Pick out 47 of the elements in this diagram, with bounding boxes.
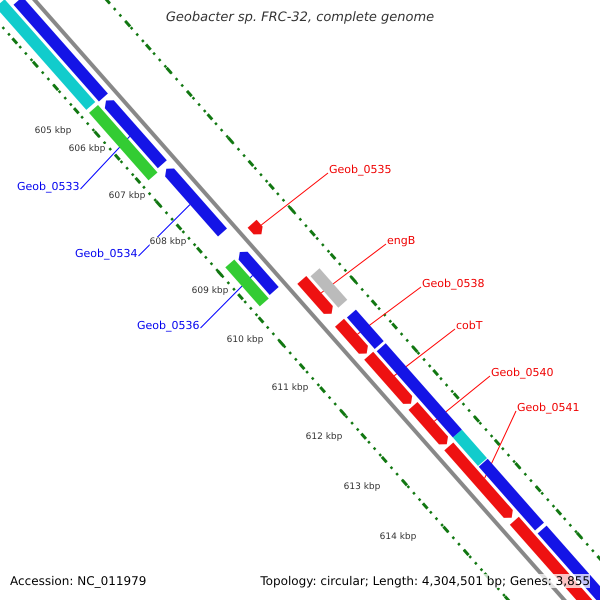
leader-line [80, 136, 130, 190]
gene-label: Geob_0534 [75, 247, 138, 260]
scale-label: 611 kbp [272, 383, 308, 393]
leader-line [200, 275, 253, 328]
gene-block [364, 352, 412, 404]
scale-label: 609 kbp [192, 286, 228, 296]
gene-block [89, 105, 158, 180]
gene-block [408, 402, 448, 444]
title: Geobacter sp. FRC-32, complete genome [166, 10, 434, 25]
gene-label: Geob_0540 [491, 366, 554, 379]
gene-block [310, 268, 348, 308]
scale-label: 607 kbp [108, 191, 146, 201]
scale-label: 605 kbp [34, 126, 72, 136]
gene-block [346, 310, 384, 349]
scale-label: 610 kbp [226, 335, 264, 345]
gene-block [14, 0, 108, 102]
accession-text: Accession: NC_011979 [10, 574, 146, 588]
gene-label: cobT [456, 319, 482, 332]
gene-label: Geob_0533 [17, 180, 80, 193]
gene-block [335, 318, 368, 354]
leader-line [394, 328, 456, 376]
gene-block [104, 100, 167, 168]
gene-block [0, 0, 96, 110]
scale-label: 612 kbp [306, 432, 342, 442]
scale-label: 614 kbp [380, 532, 416, 542]
gene-block [444, 442, 513, 518]
gene-block [376, 343, 462, 438]
gene-block [452, 430, 487, 466]
gene-label: Geob_0536 [137, 319, 200, 332]
gene-label: Geob_0541 [517, 401, 580, 414]
leader-line [320, 244, 386, 294]
leader-line [138, 204, 190, 256]
genome-info-text: Topology: circular; Length: 4,304,501 bp; Genes: 3,855 [260, 574, 590, 588]
scale-label: 608 kbp [150, 237, 186, 247]
scale-label: 606 kbp [68, 144, 106, 154]
leader-line [434, 376, 490, 422]
gene-block [238, 252, 279, 295]
gene-label: engB [387, 234, 416, 247]
leader-line [260, 172, 328, 226]
gene-label: Geob_0535 [329, 163, 392, 176]
leader-line [357, 286, 422, 335]
gene-label: Geob_0538 [422, 277, 484, 290]
gene-block [165, 168, 227, 236]
scale-label: 613 kbp [344, 482, 380, 492]
gene-block [478, 458, 544, 530]
gene-block [248, 220, 263, 234]
gene-block [297, 276, 333, 314]
